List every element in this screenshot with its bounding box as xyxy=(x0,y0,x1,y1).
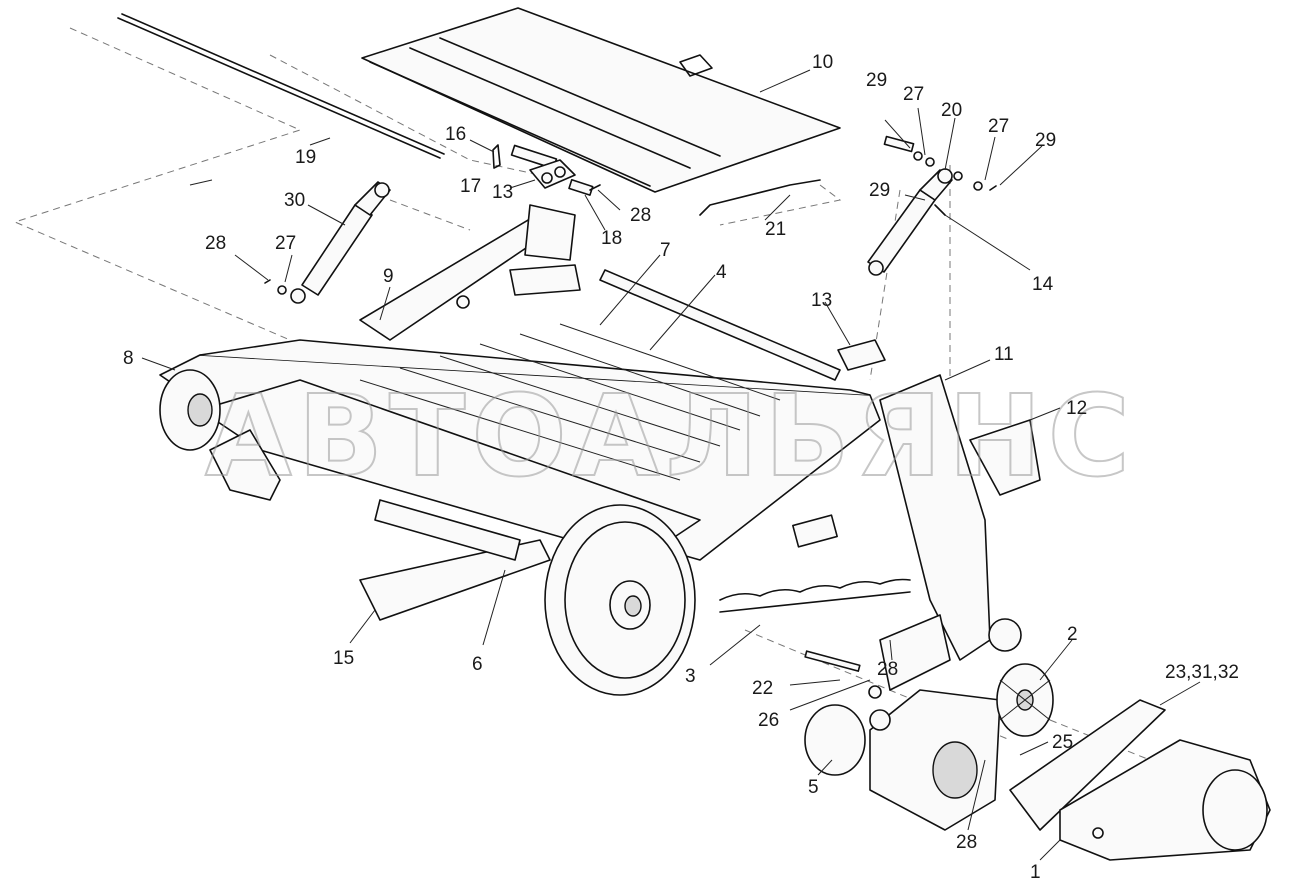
callout-16: 16 xyxy=(445,124,466,145)
pin-group-top xyxy=(492,144,601,196)
callout-22: 22 xyxy=(752,678,773,699)
callout-29-left: 28 xyxy=(205,233,226,254)
callout-2: 2 xyxy=(1067,624,1078,645)
cover-panel-10 xyxy=(361,7,841,193)
gearbox-5 xyxy=(804,614,1001,831)
callout-25: 25 xyxy=(1052,732,1073,753)
callout-15: 15 xyxy=(333,648,354,669)
callout-9: 9 xyxy=(383,266,394,287)
callout-13-top: 13 xyxy=(492,182,513,203)
callout-28-mid: 28 xyxy=(877,659,898,680)
callout-29-top: 28 xyxy=(630,205,651,226)
rod-21 xyxy=(699,179,821,216)
callout-10: 10 xyxy=(812,52,833,73)
callout-13-mid: 13 xyxy=(811,290,832,311)
callout-19: 19 xyxy=(295,147,316,168)
chain-guard xyxy=(1009,699,1271,861)
callout-20: 20 xyxy=(941,100,962,121)
callout-26: 26 xyxy=(758,710,779,731)
watermark-text: АВТОАЛЬЯНС xyxy=(205,372,1136,502)
callout-29-right: 29 xyxy=(1035,130,1056,151)
callout-labels: 1 2 3 4 5 6 7 8 9 10 11 12 13 13 14 15 1… xyxy=(123,52,1239,883)
callout-23-31-32: 23,31,32 xyxy=(1165,662,1239,683)
cylinder-35 xyxy=(264,181,391,304)
callout-1: 1 xyxy=(1030,862,1041,883)
callout-14: 14 xyxy=(1032,274,1054,295)
callout-4: 4 xyxy=(716,262,727,283)
rod-19 xyxy=(117,13,445,159)
callout-11: 11 xyxy=(994,344,1014,365)
main-frame xyxy=(159,204,1041,696)
callout-28-bottom: 28 xyxy=(956,832,977,853)
callout-3: 3 xyxy=(685,666,696,687)
callout-21: 21 xyxy=(765,219,786,240)
leader-lines xyxy=(141,69,1201,861)
callout-7: 7 xyxy=(660,240,671,261)
sprocket-2 xyxy=(996,663,1054,737)
callout-18: 18 xyxy=(601,228,622,249)
callout-27-left: 27 xyxy=(275,233,296,254)
callout-33: 29 xyxy=(869,180,890,201)
callout-35: 30 xyxy=(284,190,305,211)
callout-27-mid: 27 xyxy=(903,84,924,105)
callout-6: 6 xyxy=(472,654,483,675)
cylinder-33 xyxy=(867,135,997,276)
callout-5: 5 xyxy=(808,777,819,798)
callout-17: 17 xyxy=(460,176,481,197)
callout-27-right: 27 xyxy=(988,116,1009,137)
callout-30: 29 xyxy=(866,70,887,91)
callout-12: 12 xyxy=(1066,398,1087,419)
callout-8: 8 xyxy=(123,348,134,369)
